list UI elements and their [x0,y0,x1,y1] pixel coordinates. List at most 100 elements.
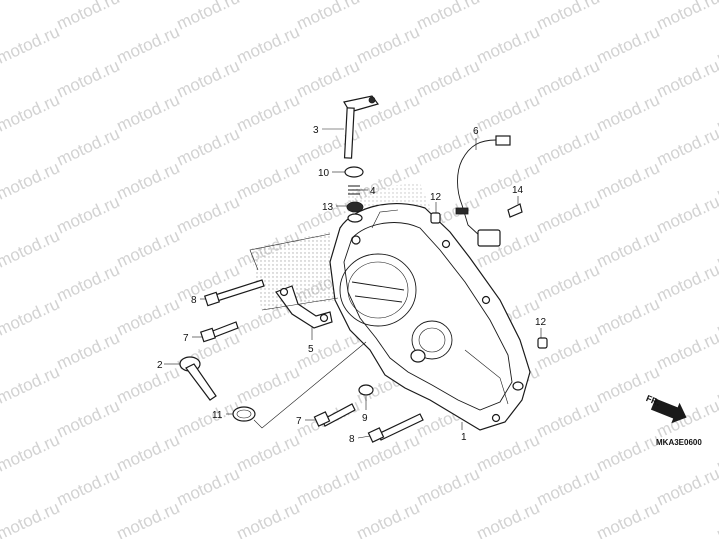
watermark-text: motod.ru [54,464,123,510]
watermark-text: motod.ru [594,294,663,340]
watermark-text: motod.ru [114,90,183,136]
watermark-text: motod.ru [174,464,243,510]
watermark-text: motod.ru [534,260,603,306]
part-2-filler-cap [179,356,217,401]
watermark-text: motod.ru [114,362,183,408]
watermark-text: motod.ru [0,430,62,476]
watermark-text: motod.ru [414,0,483,34]
watermark-text: motod.ru [0,294,62,340]
watermark-text: motod.ru [654,0,719,34]
watermark-text: motod.ru [114,226,183,272]
watermark-text: motod.ru [534,124,603,170]
watermark-text: motod.ru [54,0,123,34]
part-7-bolt-upper [199,321,239,343]
watermark-text: motod.ru [54,56,123,102]
watermark-text: motod.ru [654,260,719,306]
watermark-text: motod.ru [234,22,303,68]
watermark-text: motod.ru [234,362,303,408]
watermark-text: motod.ru [474,158,543,204]
watermark-text: motod.ru [174,56,243,102]
watermark-text: motod.ru [54,192,123,238]
part-12-dowel-lower [537,337,548,349]
watermark-text: motod.ru [354,22,423,68]
leader-lines [164,128,542,439]
callout-11: 11 [212,410,223,421]
shading-area [250,232,338,312]
part-9-washer [358,384,374,396]
watermark-text: motod.ru [0,22,62,68]
callout-8b: 8 [349,434,355,445]
part-3-shaft [343,95,380,159]
watermark-text: motod.ru [0,498,62,539]
part-5-bracket [275,285,333,329]
callout-6: 6 [473,126,479,137]
callout-7b: 7 [296,416,302,427]
watermark-text: motod.ru [54,396,123,442]
watermark-text: motod.ru [234,90,303,136]
callout-3: 3 [313,125,319,136]
callout-12b: 12 [535,317,547,328]
watermark-text: motod.ru [474,498,543,539]
watermark-text: motod.ru [174,0,243,34]
watermark-text: motod.ru [294,464,363,510]
watermark-text: motod.ru [534,56,603,102]
callout-5: 5 [308,344,314,355]
watermark-text: motod.ru [594,430,663,476]
oil-filter-boss [411,320,453,360]
watermark-text: motod.ru [234,430,303,476]
part-10-washer [344,166,364,178]
watermark-text: motod.ru [534,464,603,510]
watermark-text: motod.ru [54,328,123,374]
watermark-text: motod.ru [414,56,483,102]
part-14-bolt [507,203,523,218]
watermark-text: motod.ru [174,396,243,442]
watermark-text: motod.ru [294,56,363,102]
watermark-text: motod.ru [114,430,183,476]
watermark-text: motod.ru [174,192,243,238]
callout-9: 9 [362,413,368,424]
front-arrow-icon [650,398,687,424]
callout-14: 14 [512,185,524,196]
watermark-text: motod.ru [114,158,183,204]
watermark-text: motod.ru [534,396,603,442]
diagram-code: MKA3E0600 [656,438,702,447]
watermark-text: motod.ru [654,464,719,510]
watermark-text: motod.ru [534,192,603,238]
watermark-text: motod.ru [114,498,183,539]
watermark-text: motod.ru [594,498,663,539]
watermark-text: motod.ru [534,328,603,374]
callout-2: 2 [157,360,163,371]
watermark-text: motod.ru [0,158,62,204]
watermark-text: motod.ru [594,90,663,136]
watermark-text: motod.ru [474,430,543,476]
part-6-sensor [455,135,511,247]
watermark-text: motod.ru [54,124,123,170]
part-8-bolt-lower [367,413,424,443]
watermark-text: motod.ru [714,498,719,539]
watermark-text: motod.ru [114,22,183,68]
callout-4: 4 [370,186,376,197]
clutch-housing-ring [339,253,417,327]
part-11-o-ring [232,406,256,422]
part-13-seal [346,201,364,213]
callout-10: 10 [318,168,330,179]
watermark-text: motod.ru [534,0,603,34]
watermark-text: motod.ru [354,498,423,539]
watermark-text: motod.ru [594,158,663,204]
watermark-text: motod.ru [654,192,719,238]
watermark-text: motod.ru [294,328,363,374]
callout-13: 13 [322,202,334,213]
watermark-text: motod.ru [474,90,543,136]
watermark-text: motod.ru [174,124,243,170]
part-12-dowel-upper [430,212,441,224]
watermark-text: motod.ru [234,498,303,539]
watermark-text: motod.ru [114,294,183,340]
callout-1: 1 [461,432,467,443]
callout-8a: 8 [191,295,197,306]
watermark-text: motod.ru [0,0,2,34]
watermark-text: motod.ru [54,260,123,306]
right-crankcase-cover [329,202,531,431]
part-7-bolt-lower [313,403,356,427]
part-4-spring [348,185,360,195]
